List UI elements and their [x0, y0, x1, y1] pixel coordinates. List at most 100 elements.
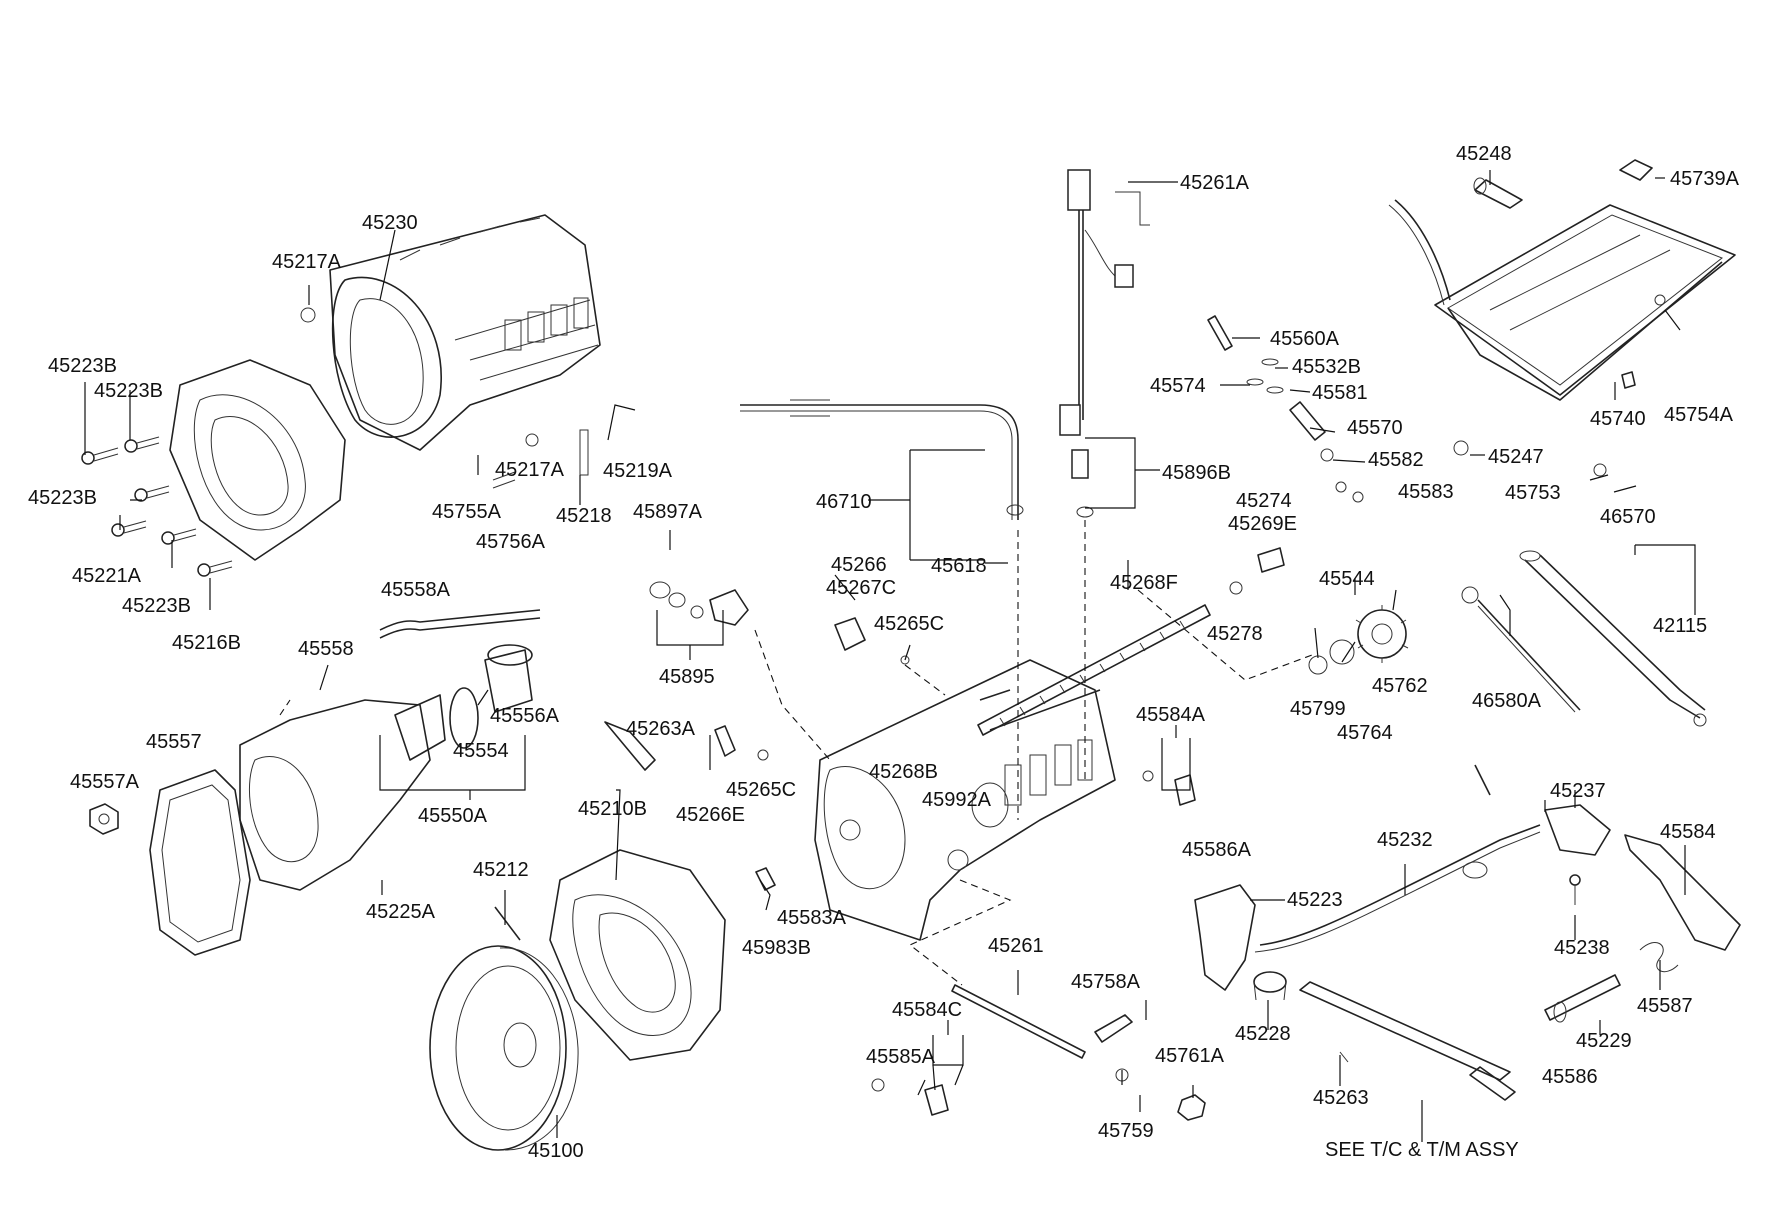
label-45587: 45587: [1637, 995, 1693, 1017]
label-45229: 45229: [1576, 1030, 1632, 1052]
label-45248: 45248: [1456, 143, 1512, 165]
label-45554: 45554: [453, 740, 509, 762]
label-45586A: 45586A: [1182, 839, 1252, 861]
label-45274: 45274: [1236, 490, 1292, 512]
filter-drawing: [1473, 177, 1523, 209]
label-45268F: 45268F: [1110, 572, 1178, 594]
label-45558A: 45558A: [381, 579, 451, 601]
shift-lever-drawing: [1624, 834, 1741, 951]
label-45223B-b: 45223B: [94, 380, 163, 402]
dipstick-drawing: [1461, 586, 1581, 713]
label-45223B-a: 45223B: [48, 355, 117, 377]
label-45223B-c: 45223B: [28, 487, 97, 509]
label-45582: 45582: [1368, 449, 1424, 471]
shaft-drawing: [977, 604, 1211, 736]
label-45247: 45247: [1488, 446, 1544, 468]
extension-housing-drawing: [239, 609, 541, 891]
label-45762: 45762: [1372, 675, 1428, 697]
bracket-drawing: [1544, 804, 1611, 856]
label-45269E: 45269E: [1228, 513, 1297, 535]
converter-housing-drawing: [169, 359, 346, 561]
input-shaft-drawing: [1299, 981, 1516, 1101]
gear-drawing: [1355, 605, 1409, 663]
label-45232: 45232: [1377, 829, 1433, 851]
label-45268B: 45268B: [869, 761, 938, 783]
lever-drawing: [1194, 884, 1256, 991]
label-45557: 45557: [146, 731, 202, 753]
rod-drawing: [951, 984, 1086, 1059]
label-45896B: 45896B: [1162, 462, 1231, 484]
label-45225A: 45225A: [366, 901, 436, 923]
label-45237: 45237: [1550, 780, 1606, 802]
label-45532B: 45532B: [1292, 356, 1361, 378]
label-45278: 45278: [1207, 623, 1263, 645]
label-45216B: 45216B: [172, 632, 241, 654]
label-45740: 45740: [1590, 408, 1646, 430]
label-45558: 45558: [298, 638, 354, 660]
label-45754A: 45754A: [1664, 404, 1734, 426]
transmission-case-drawing: [329, 214, 601, 451]
label-45992A: 45992A: [922, 789, 992, 811]
label-45560A: 45560A: [1270, 328, 1340, 350]
label-45570: 45570: [1347, 417, 1403, 439]
label-45230: 45230: [362, 212, 418, 234]
label-45759: 45759: [1098, 1120, 1154, 1142]
label-45584A: 45584A: [1136, 704, 1206, 726]
label-45584C: 45584C: [892, 999, 962, 1021]
leader-lines: [84, 170, 1696, 1142]
label-46710: 46710: [816, 491, 872, 513]
label-45758A: 45758A: [1071, 971, 1141, 993]
label-45267C: 45267C: [826, 577, 896, 599]
spring-drawing: [1639, 942, 1679, 973]
label-45550A: 45550A: [418, 805, 488, 827]
label-45753: 45753: [1505, 482, 1561, 504]
label-45223B-d: 45223B: [122, 595, 191, 617]
bracket-45758a-drawing: [1094, 1014, 1133, 1043]
torque-converter-drawing: [429, 945, 579, 1151]
label-45764: 45764: [1337, 722, 1393, 744]
label-45583A: 45583A: [777, 907, 847, 929]
label-45261A: 45261A: [1180, 172, 1250, 194]
label-45223: 45223: [1287, 889, 1343, 911]
label-45210B: 45210B: [578, 798, 647, 820]
pad-drawing: [1619, 159, 1653, 181]
bolts-left: [81, 307, 589, 577]
part-labels: 45261A 45248 45739A 45230 45217A 45223B …: [28, 143, 1740, 1162]
label-45557A: 45557A: [70, 771, 140, 793]
label-45265C-a: 45265C: [874, 613, 944, 635]
shift-rod-drawing: [1254, 824, 1541, 953]
label-45739A: 45739A: [1670, 168, 1740, 190]
shaft-45229-drawing: [1544, 974, 1621, 1023]
label-45266: 45266: [831, 554, 887, 576]
valve-body-drawing: [814, 659, 1116, 941]
label-42115: 42115: [1653, 615, 1707, 637]
gasket-drawing: [149, 769, 251, 956]
label-45761A: 45761A: [1155, 1045, 1225, 1067]
label-45218: 45218: [556, 505, 612, 527]
footnote-see-tc-tm-assy: SEE T/C & T/M ASSY: [1325, 1139, 1519, 1161]
label-45263: 45263: [1313, 1087, 1369, 1109]
label-45265C-b: 45265C: [726, 779, 796, 801]
label-45584: 45584: [1660, 821, 1716, 843]
label-45263A: 45263A: [626, 718, 696, 740]
label-45895: 45895: [659, 666, 715, 688]
label-46580A: 46580A: [1472, 690, 1542, 712]
label-45261: 45261: [988, 935, 1044, 957]
label-45585A: 45585A: [866, 1046, 936, 1068]
bushing-drawing: [1253, 971, 1287, 1001]
label-45799: 45799: [1290, 698, 1346, 720]
label-45583: 45583: [1398, 481, 1454, 503]
dipstick-tube-drawing: [740, 399, 1024, 520]
label-46570: 46570: [1600, 506, 1656, 528]
label-45228: 45228: [1235, 1023, 1291, 1045]
assembly-dashed-lines: [279, 520, 1313, 986]
label-45100: 45100: [528, 1140, 584, 1162]
wire-harness-drawing: [1059, 169, 1150, 518]
filler-tube-drawing: [1519, 550, 1707, 727]
label-45219A: 45219A: [603, 460, 673, 482]
label-45221A: 45221A: [72, 565, 142, 587]
label-45581: 45581: [1312, 382, 1368, 404]
label-45574: 45574: [1150, 375, 1206, 397]
